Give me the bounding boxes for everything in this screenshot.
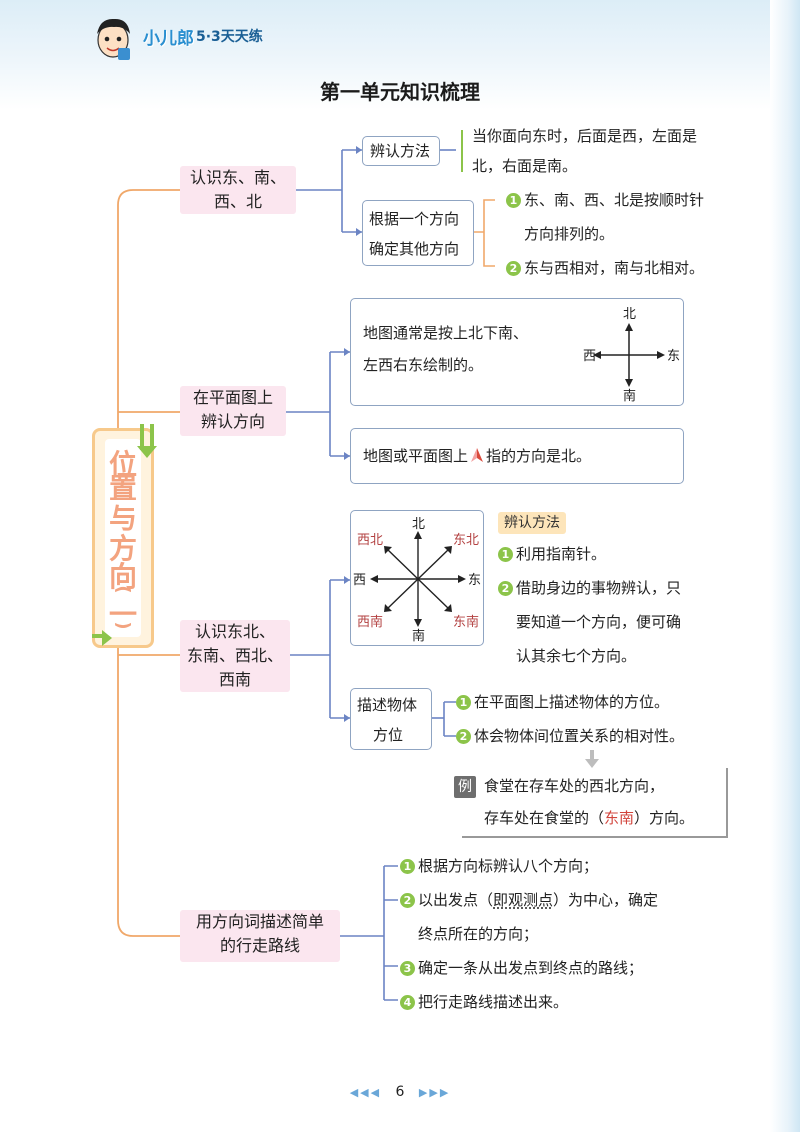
branch-s1 (117, 189, 180, 206)
gray-down-arrow-icon (585, 750, 599, 768)
compass8-northeast: 东北 (453, 533, 480, 548)
series-name: 5·3天天练 (196, 29, 263, 45)
other-direction-box: 根据一个方向 确定其他方向 (362, 200, 474, 266)
central-char: 方 (108, 532, 137, 565)
number-badge: 1 (400, 859, 415, 874)
compass8-northwest: 西北 (357, 533, 384, 548)
header-band (0, 0, 800, 110)
number-badge: 2 (400, 893, 415, 908)
number-badge: 1 (506, 193, 521, 208)
number-badge: 2 (498, 581, 513, 596)
number-badge: 1 (498, 547, 513, 562)
compass-east: 东 (667, 349, 681, 364)
method-text-line: 当你面向东时，后面是西，左面是 (472, 127, 698, 145)
central-char: 位 (108, 448, 137, 481)
topic-line: 的行走路线 (219, 936, 300, 955)
topic-s4: 用方向词描述简单 的行走路线 (180, 910, 340, 962)
compass-north: 北 (623, 307, 637, 322)
method-2-cont: 要知道一个方向，便可确 (516, 613, 682, 631)
map-rule-box: 地图通常是按上北下南、 左西右东绘制的。 北 南 西 东 (350, 298, 684, 406)
compass-4-icon (593, 323, 665, 387)
compass8-east: 东 (468, 573, 482, 588)
compass8-southwest: 西南 (357, 615, 384, 630)
central-char: 向 (108, 560, 137, 593)
point-1-cont: 方向排列的。 (524, 225, 615, 243)
number-badge: 4 (400, 995, 415, 1010)
north-arrow-box: 地图或平面图上指的方向是北。 (350, 428, 684, 484)
box-text-line: 确定其他方向 (369, 240, 460, 258)
number-badge: 3 (400, 961, 415, 976)
right-triangles-icon: ▶▶▶ (418, 1086, 451, 1099)
example-line-1: 食堂在存车处的西北方向， (484, 777, 665, 795)
number-badge: 2 (456, 729, 471, 744)
method-2-cont: 认其余七个方向。 (516, 647, 637, 665)
box-text-line: 描述物体 (357, 696, 418, 714)
route-step-2-cont: 终点所在的方向； (418, 925, 539, 943)
topic-line: 西南 (218, 670, 251, 689)
topic-line: 用方向词描述简单 (195, 912, 324, 931)
box-text-line: 左西右东绘制的。 (363, 356, 484, 374)
left-triangles-icon: ◀◀◀ (349, 1086, 382, 1099)
green-arrow-icon (92, 630, 112, 646)
example-tag: 例 (454, 776, 476, 798)
topic-s3: 认识东北、 东南、西北、 西南 (180, 620, 290, 692)
central-topic: 位 置 与 方 向 ( 一 ) (92, 428, 154, 648)
method-label: 辨认方法 (370, 142, 431, 160)
north-arrow-text: 地图或平面图上指的方向是北。 (363, 447, 592, 465)
number-badge: 2 (506, 261, 521, 276)
north-arrow-icon (471, 448, 484, 462)
describe-box: 描述物体 方位 (350, 688, 432, 750)
central-topic-inner: 位 置 与 方 向 ( 一 ) (105, 439, 141, 637)
page-edge-strip (770, 0, 800, 1132)
method-text-line: 北，右面是南。 (472, 157, 578, 175)
method-label-box: 辨认方法 (362, 136, 440, 166)
topic-s2: 在平面图上 辨认方向 (180, 386, 286, 436)
topic-line: 认识东北、 (194, 622, 275, 641)
brand-name: 小儿郎 (143, 29, 194, 49)
topic-line: 东南、西北、 (186, 646, 283, 665)
method-tag: 辨认方法 (498, 512, 566, 534)
example-box: 例 食堂在存车处的西北方向， 存车处在食堂的（东南）方向。 (454, 768, 728, 838)
page-number-value: 6 (395, 1084, 405, 1100)
topic-line: 西、北 (213, 192, 262, 211)
topic-line: 在平面图上 (192, 388, 273, 407)
compass8-southeast: 东南 (453, 615, 480, 630)
compass8-north: 北 (412, 517, 426, 532)
topic-line: 辨认方向 (200, 412, 265, 431)
example-line-2: 存车处在食堂的（东南）方向。 (484, 809, 695, 827)
compass-south: 南 (623, 389, 637, 404)
branch-s4 (117, 648, 180, 937)
example-answer: 东南 (604, 809, 635, 827)
number-badge: 1 (456, 695, 471, 710)
topic-line: 认识东、南、 (189, 168, 286, 187)
compass-west: 西 (583, 349, 597, 364)
box-text-line: 地图通常是按上北下南、 (363, 324, 529, 342)
box-text-line: 根据一个方向 (369, 210, 460, 228)
compass-8-box: 北 南 西 东 西北 东北 西南 东南 (350, 510, 484, 646)
box-text-line: 方位 (373, 726, 404, 744)
page-title: 第一单元知识梳理 (320, 80, 480, 104)
compass-8-icon (370, 531, 466, 627)
green-arrow-icon (137, 424, 157, 458)
compass8-south: 南 (412, 629, 426, 644)
central-char: 一 (108, 598, 137, 631)
page-number: ◀◀◀ 6 ▶▶▶ (0, 1084, 800, 1100)
compass8-west: 西 (353, 573, 367, 588)
boy-mascot-icon (97, 18, 130, 60)
central-char: 置 (108, 472, 137, 505)
topic-s1: 认识东、南、 西、北 (180, 166, 296, 214)
central-char: 与 (108, 502, 137, 535)
